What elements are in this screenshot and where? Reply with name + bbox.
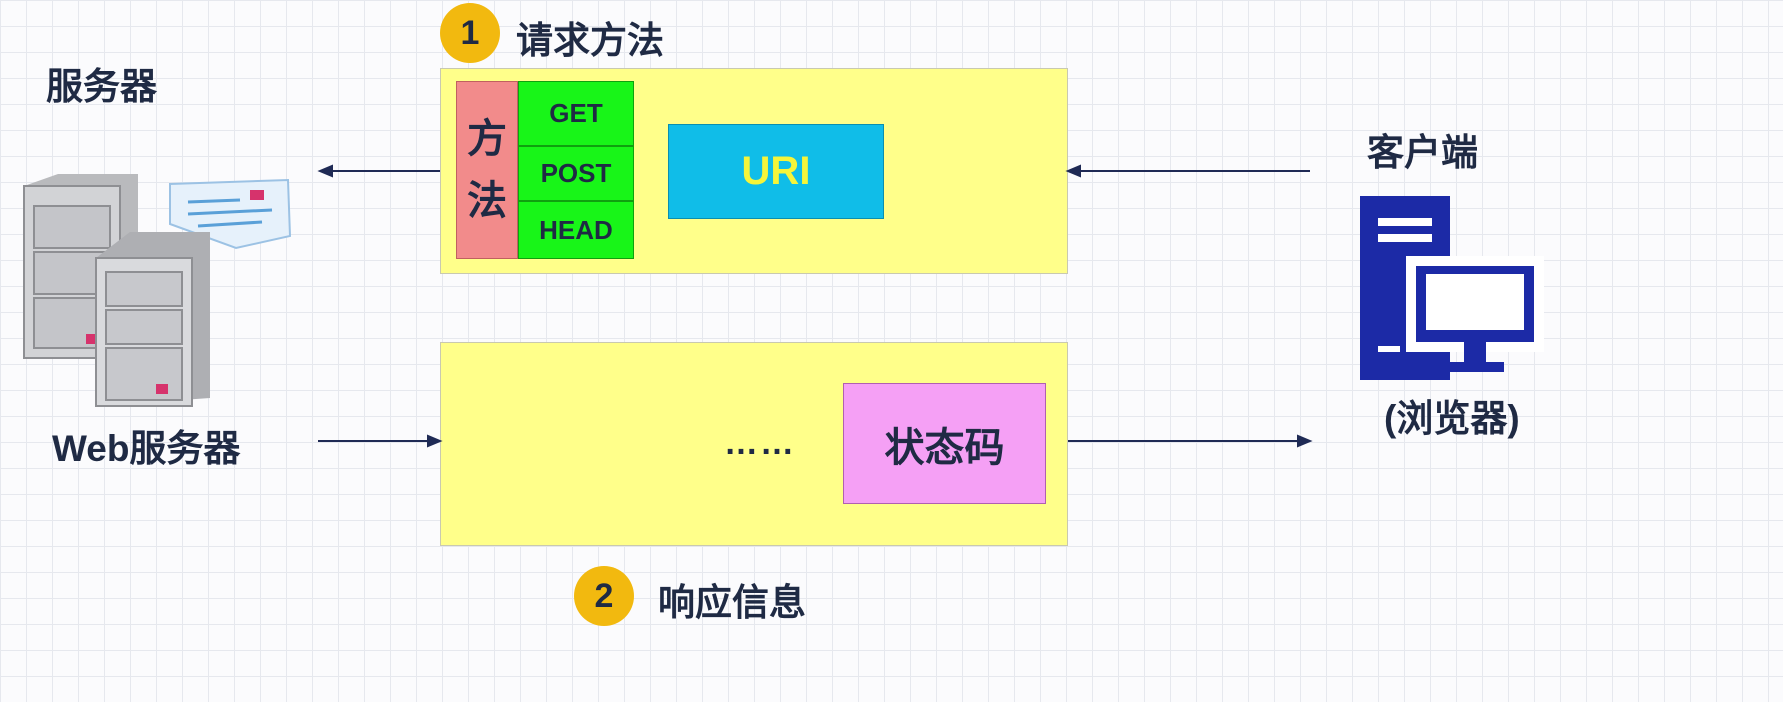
method-label-char-1: 方 bbox=[467, 117, 507, 161]
method-label-char-2: 法 bbox=[467, 179, 507, 223]
server-title: 服务器 bbox=[46, 66, 157, 107]
uri-box: URI bbox=[668, 124, 884, 219]
arrow-client-to-request bbox=[1065, 164, 1310, 178]
server-cabinet-front bbox=[95, 232, 210, 407]
request-title: 请求方法 bbox=[516, 20, 664, 61]
method-post: POST bbox=[518, 146, 634, 201]
server-icon bbox=[23, 174, 292, 407]
method-get: GET bbox=[518, 81, 634, 146]
response-title: 响应信息 bbox=[658, 582, 806, 623]
arrow-server-to-response bbox=[318, 434, 443, 448]
response-ellipsis: …… bbox=[724, 424, 796, 462]
response-step-badge: 2 bbox=[574, 566, 634, 626]
arrow-response-to-client bbox=[1068, 434, 1313, 448]
client-label: (浏览器) bbox=[1384, 398, 1520, 439]
method-label: 方 法 bbox=[456, 81, 518, 259]
method-head: HEAD bbox=[518, 201, 634, 259]
client-title: 客户端 bbox=[1367, 132, 1478, 173]
mail-icon bbox=[169, 178, 292, 250]
request-step-badge: 1 bbox=[440, 3, 500, 63]
status-code-box: 状态码 bbox=[843, 383, 1046, 504]
server-label: Web服务器 bbox=[52, 428, 241, 469]
arrow-request-to-server bbox=[317, 164, 440, 178]
computer-icon bbox=[1360, 196, 1544, 380]
